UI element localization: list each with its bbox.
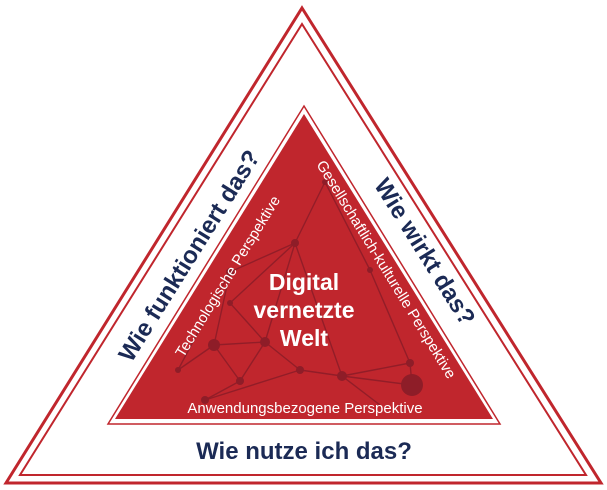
network-node [296,366,304,374]
network-node [291,239,299,247]
network-node [401,374,423,396]
network-node [227,300,233,306]
network-node [175,367,181,373]
network-node [260,337,270,347]
center-label-line1: Digital [269,269,339,295]
network-node [367,267,373,273]
inner-triangle-outline [106,104,502,425]
network-node [226,268,234,276]
network-node [208,339,220,351]
network-node [406,359,414,367]
outer-triangle-inner-border [18,22,588,476]
center-label-line2: vernetzte [254,297,355,323]
outer-triangle-border [3,5,604,485]
network-node [236,377,244,385]
network-nodes [175,179,423,404]
network-node [337,371,347,381]
center-label-line3: Welt [280,325,328,351]
network-node [322,179,328,185]
question-bottom-label: Wie nutze ich das? [196,438,412,465]
network-node [201,396,209,404]
perspective-bottom-label: Anwendungsbezogene Perspektive [187,400,422,417]
